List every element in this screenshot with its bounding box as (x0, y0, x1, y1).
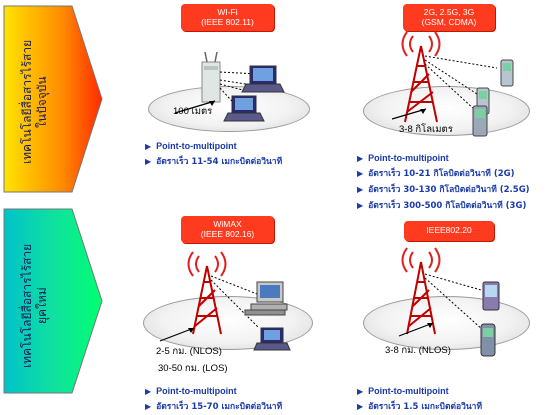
cellular-badge: 2G, 2.5G, 3G (GSM, CDMA) (403, 4, 495, 31)
cell-tower-icon (406, 261, 436, 335)
current-tech-arrow (3, 5, 103, 193)
ieee80220-badge: IEEE802.20 (404, 221, 494, 241)
mobile-phone-icon (472, 105, 488, 137)
new-tech-arrow (3, 208, 103, 394)
ieee80220-bullet-list: ▶Point-to-multipoint ▶อัตราเร็ว 1.5 เมกะ… (357, 384, 482, 415)
laptop-icon (223, 95, 265, 122)
list-item: ▶อัตราเร็ว 10-21 กิโลบิตต่อวินาที (2G) (357, 169, 515, 179)
list-item: ▶อัตราเร็ว 11-54 เมกะบิตต่อวินาที (145, 157, 283, 167)
wimax-network-illustration (187, 251, 291, 351)
ieee80220-range-arrow (398, 322, 434, 337)
list-item: ▶Point-to-multipoint (145, 141, 237, 151)
wifi-network-illustration (201, 51, 285, 122)
cellular-coverage-area (363, 86, 530, 136)
list-item: ▶Point-to-multipoint (357, 153, 449, 163)
mobile-phone-icon (500, 59, 514, 87)
list-item: ▶อัตราเร็ว 1.5 เมกะบิตต่อวินาที (357, 402, 483, 412)
desktop-computer-icon (244, 281, 288, 316)
mobile-phone-icon (480, 323, 496, 357)
list-item: ▶อัตราเร็ว 15-70 เมกะบิตต่อวินาที (145, 402, 283, 412)
list-item: ▶Point-to-multipoint (357, 386, 449, 396)
laptop-icon (241, 65, 285, 93)
ieee80220-coverage-area (363, 296, 530, 350)
cellular-range-arrow (391, 108, 427, 120)
cellular-bullet-list: ▶Point-to-multipoint ▶อัตราเร็ว 10-21 กิ… (357, 151, 530, 214)
wimax-range-arrow (159, 327, 195, 342)
ieee80220-range-label: 3-8 กม. (NLOS) (385, 345, 451, 356)
cellular-network-illustration (401, 31, 514, 137)
wimax-badge: WiMAX (IEEE 802.16) (181, 216, 274, 243)
wimax-tower-icon (192, 265, 222, 335)
wimax-range-nlos-label: 2-5 กม. (NLOS) (156, 346, 222, 357)
wimax-range-los-label: 30-50 กม. (LOS) (158, 363, 228, 374)
current-tech-label: เทคโนโลยีสื่อสารไร้สาย ในปัจจุบัน (20, 39, 49, 165)
cell-tower-icon (404, 45, 438, 123)
ieee80220-network-illustration (401, 247, 500, 357)
laptop-icon (253, 327, 291, 351)
list-item: ▶อัตราเร็ว 30-130 กิโลบิตต่อวินาที (2.5G… (357, 185, 530, 195)
wifi-range-arrow (174, 100, 216, 114)
wifi-badge: WI-Fi (IEEE 802.11) (181, 4, 274, 31)
new-tech-label: เทคโนโลยีสื่อสารไร้สาย ยุคใหม่ (20, 243, 49, 369)
wifi-range-label: 100 เมตร (173, 106, 213, 117)
cellular-range-label: 3-8 กิโลเมตร (399, 124, 453, 135)
list-item: ▶อัตราเร็ว 300-500 กิโลบิตต่อวินาที (3G) (357, 201, 527, 211)
smartphone-icon (482, 281, 500, 311)
list-item: ▶Point-to-multipoint (145, 386, 237, 396)
wifi-bullet-list: ▶Point-to-multipoint ▶อัตราเร็ว 11-54 เม… (145, 139, 282, 170)
wimax-bullet-list: ▶Point-to-multipoint ▶อัตราเร็ว 15-70 เม… (145, 384, 282, 415)
